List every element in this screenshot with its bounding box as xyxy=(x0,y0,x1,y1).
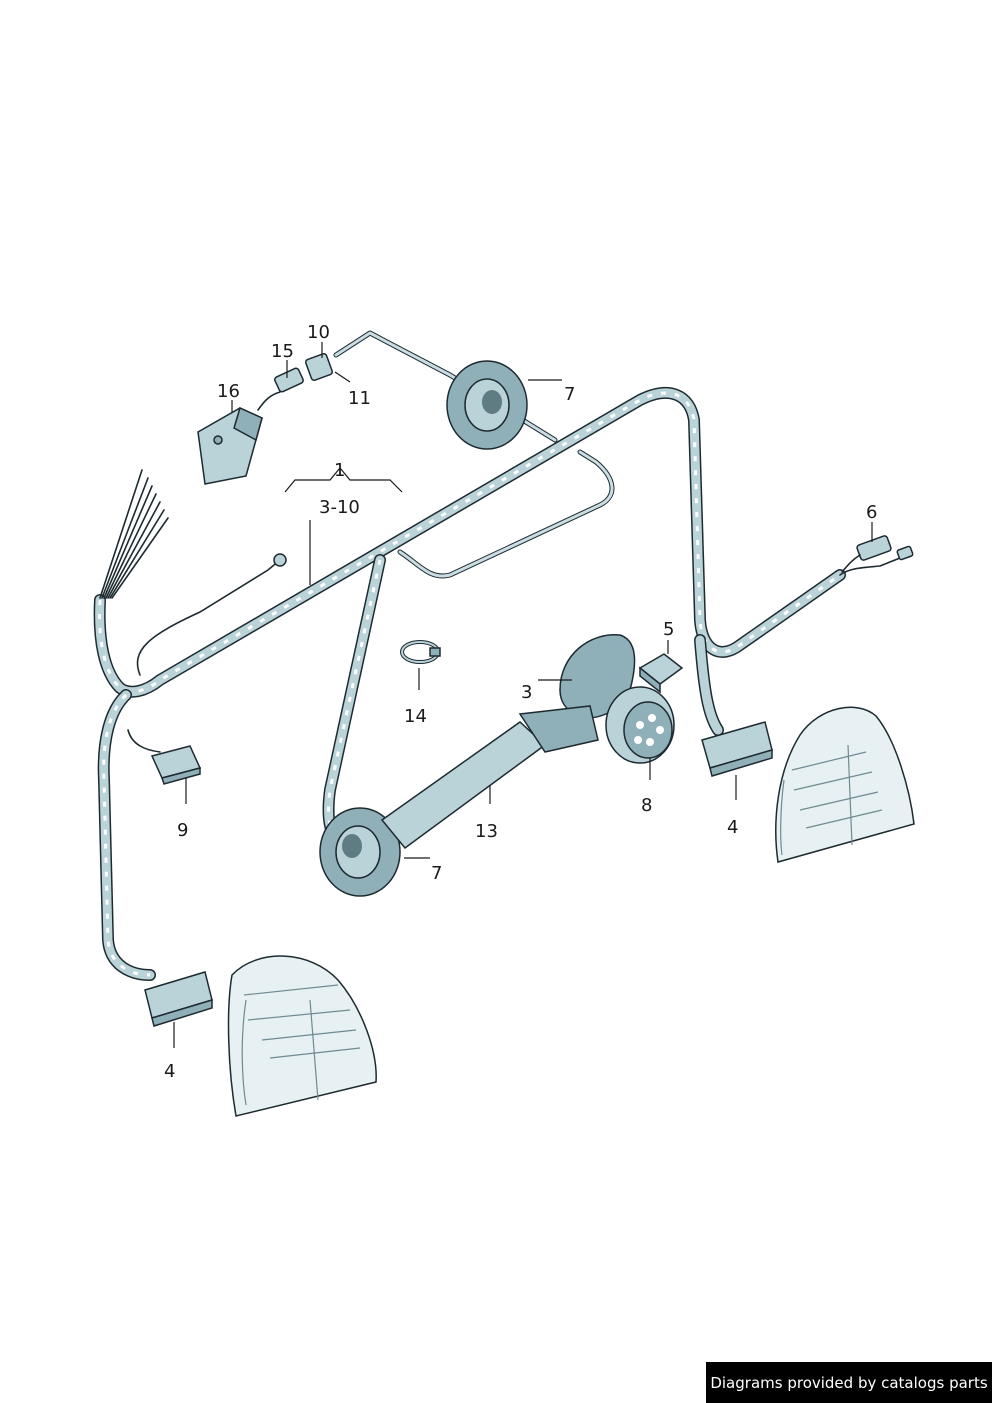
callout-1: 1 xyxy=(334,460,345,481)
grommet-upper xyxy=(446,360,528,450)
credit-badge: Diagrams provided by catalogs parts xyxy=(706,1362,992,1403)
connector-part-6 xyxy=(839,535,914,576)
connector-part-9 xyxy=(127,729,202,785)
callout-16: 16 xyxy=(217,381,240,402)
callout-4-left: 4 xyxy=(164,1061,175,1082)
loose-wire-ends xyxy=(99,469,169,599)
callout-3-10: 3-10 xyxy=(319,497,360,518)
cable-sleeve xyxy=(380,705,599,850)
connector-part-5 xyxy=(638,653,684,694)
callout-13: 13 xyxy=(475,821,498,842)
bracket-part-16 xyxy=(197,391,281,485)
connector-part-15 xyxy=(274,367,304,393)
callout-3: 3 xyxy=(521,682,532,703)
callout-14: 14 xyxy=(404,706,427,727)
hose-clamp xyxy=(400,640,441,664)
callout-7-lower: 7 xyxy=(431,863,442,884)
tail-lamp-right xyxy=(775,706,915,863)
trailer-socket xyxy=(605,686,675,764)
callout-7-upper: 7 xyxy=(564,384,575,405)
callout-10: 10 xyxy=(307,322,330,343)
bracket-hole-icon xyxy=(213,435,223,445)
callout-5: 5 xyxy=(663,619,674,640)
leader-lines xyxy=(173,342,873,1048)
callout-4-right: 4 xyxy=(727,817,738,838)
lamp-connector-left xyxy=(144,971,213,1027)
callout-9: 9 xyxy=(177,820,188,841)
connector-part-10 xyxy=(304,352,334,382)
credit-text: Diagrams provided by catalogs parts xyxy=(710,1373,988,1392)
callout-8: 8 xyxy=(641,795,652,816)
ground-eyelet-icon xyxy=(273,553,287,567)
grommet-lower xyxy=(319,807,401,897)
callout-11: 11 xyxy=(348,388,371,409)
callout-15: 15 xyxy=(271,341,294,362)
lamp-connector-right xyxy=(701,721,773,777)
tail-lamp-left xyxy=(227,955,377,1117)
callout-6: 6 xyxy=(866,502,877,523)
